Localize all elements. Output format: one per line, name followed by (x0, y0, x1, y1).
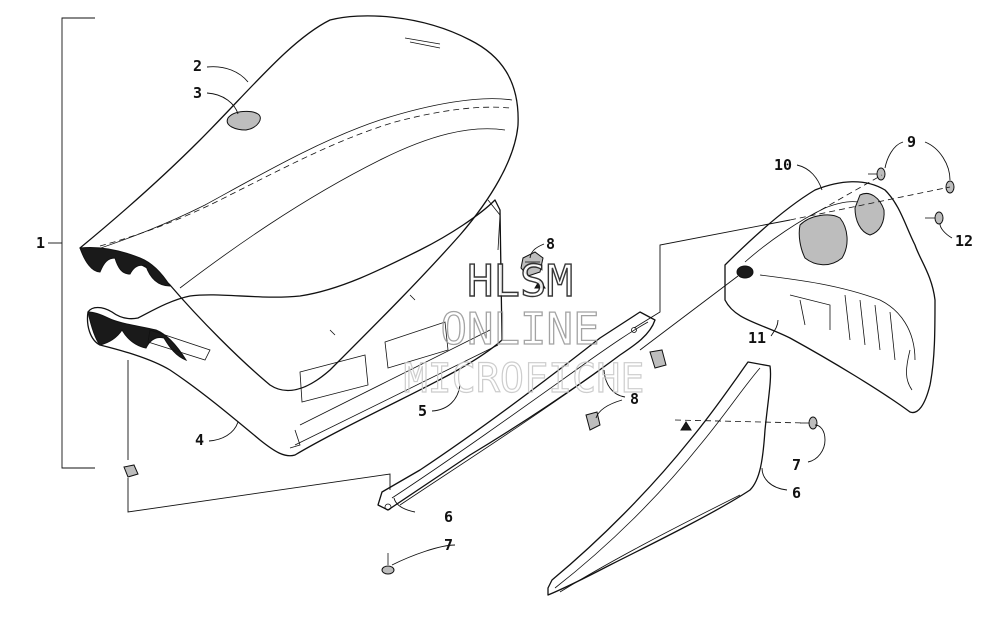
fastener-rivet-7a (381, 553, 395, 575)
callout-8-mid: 8 (630, 390, 639, 408)
callout-6-right: 6 (792, 484, 801, 502)
callout-labels: 1 2 3 4 5 6 6 7 7 8 8 9 10 11 12 (36, 57, 973, 554)
rear-bracket (724, 181, 936, 414)
leader-5 (431, 384, 461, 412)
callout-1: 1 (36, 234, 45, 252)
seat-base (86, 199, 503, 457)
callout-7-left: 7 (444, 536, 453, 554)
fastener-screw-9a (868, 167, 886, 181)
side-trim-right (547, 361, 772, 596)
callout-5: 5 (418, 402, 427, 420)
callout-2: 2 (193, 57, 202, 75)
fastener-rivet-7b (800, 416, 818, 430)
assembly-bracket (48, 17, 95, 469)
watermark-line-2: ONLINE (441, 304, 600, 355)
watermark-line-3: MICROFICHE (404, 356, 645, 402)
callout-6-left: 6 (444, 508, 453, 526)
callout-3: 3 (193, 84, 202, 102)
fastener-clip-1 (123, 464, 139, 478)
side-trim-left (377, 311, 656, 511)
watermark-line-1: HLSM (467, 256, 573, 307)
callout-4: 4 (195, 431, 204, 449)
assembly-lines (127, 174, 951, 513)
watermark: HLSM ONLINE MICROFICHE (403, 255, 645, 402)
callout-9: 9 (907, 133, 916, 151)
callout-leaders (206, 66, 953, 566)
callout-11: 11 (748, 329, 766, 347)
seat-cushion (79, 15, 519, 392)
seat-emblem (226, 110, 261, 131)
callout-7-right: 7 (792, 456, 801, 474)
callout-8-top: 8 (546, 235, 555, 253)
callout-12: 12 (955, 232, 973, 250)
fastener-screw-12 (925, 211, 944, 225)
clip-top (520, 251, 544, 277)
callout-10: 10 (774, 156, 792, 174)
